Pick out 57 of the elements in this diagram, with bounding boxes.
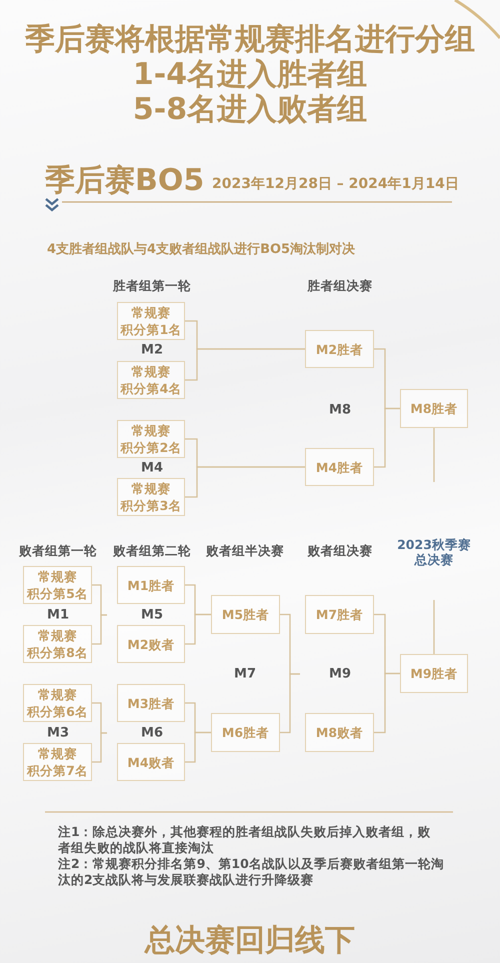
bracket-line [185, 348, 305, 381]
match-box: M7胜者 [305, 595, 374, 634]
team-box: 常规赛 积分第7名 [23, 743, 92, 781]
match-box: M8败者 [305, 713, 374, 752]
note: 注2：常规赛积分排名第9、第10名战队以及季后赛败者组第一轮淘汰的2支战队将与发展联赛战队进行升降级赛 [58, 856, 445, 888]
team-box: 常规赛 积分第4名 [117, 361, 185, 399]
match-box: M1胜者 [117, 566, 185, 604]
description: 4支胜者组战队与4支败者组战队进行BO5淘汰制对决 [47, 241, 356, 258]
column-header: 总决赛 [414, 552, 454, 569]
match-label: M8 [329, 402, 351, 418]
match-label: M4 [141, 460, 163, 476]
match-box: M9胜者 [400, 654, 468, 693]
date-range: 2023年12月28日 – 2024年1月14日 [212, 175, 459, 193]
match-box: M6胜者 [211, 713, 280, 752]
bracket-line [185, 466, 305, 498]
bracket-line [185, 732, 211, 763]
match-box: M4败者 [117, 743, 185, 781]
team-box: 常规赛 积分第8名 [23, 625, 92, 663]
column-header: 2023秋季赛 [397, 537, 471, 553]
subheading: 5-8名进入败者组 [132, 91, 368, 129]
footer-heading: 总决赛回归线下 [145, 922, 355, 960]
match-box: M4胜者 [305, 448, 374, 486]
match-label: M6 [141, 726, 163, 740]
bracket-line [374, 408, 400, 468]
column-header: 胜者组决赛 [308, 278, 372, 295]
section-heading: 季后赛BO5 [45, 162, 204, 200]
bracket-line [374, 672, 400, 734]
team-box: 常规赛 积分第6名 [23, 684, 92, 722]
team-box: 常规赛 积分第3名 [117, 478, 185, 516]
column-header: 败者组第二轮 [113, 543, 191, 560]
title: 季后赛将根据常规赛排名进行分组 [25, 21, 475, 58]
match-box: M2胜者 [305, 330, 374, 368]
bracket-line [92, 732, 107, 763]
subheading: 1-4名进入胜者组 [132, 56, 368, 94]
bracket-line [92, 614, 107, 645]
bracket-line [433, 428, 435, 482]
match-label: M5 [141, 608, 163, 622]
team-box: 常规赛 积分第1名 [117, 302, 185, 340]
bracket-line [433, 600, 435, 654]
bracket-line [185, 614, 211, 645]
team-box: 常规赛 积分第5名 [23, 566, 92, 604]
bracket-line [280, 673, 300, 734]
column-header: 败者组第一轮 [19, 543, 97, 560]
match-box: M2败者 [117, 625, 185, 663]
note: 注1：除总决赛外，其他赛程的胜者组战队失败后掉入败者组，败者组失败的战队将直接淘汰 [58, 824, 432, 856]
column-header: 胜者组第一轮 [113, 278, 191, 295]
match-box: M3胜者 [117, 684, 185, 722]
match-box: M8胜者 [400, 389, 468, 428]
team-box: 常规赛 积分第2名 [117, 420, 185, 458]
column-header: 败者组决赛 [308, 543, 372, 560]
match-label: M9 [329, 666, 351, 682]
match-label: M1 [47, 608, 69, 622]
column-header: 败者组半决赛 [206, 543, 284, 560]
match-box: M5胜者 [211, 595, 280, 634]
match-label: M3 [47, 726, 69, 740]
match-label: M7 [234, 666, 256, 682]
match-label: M2 [141, 342, 163, 358]
